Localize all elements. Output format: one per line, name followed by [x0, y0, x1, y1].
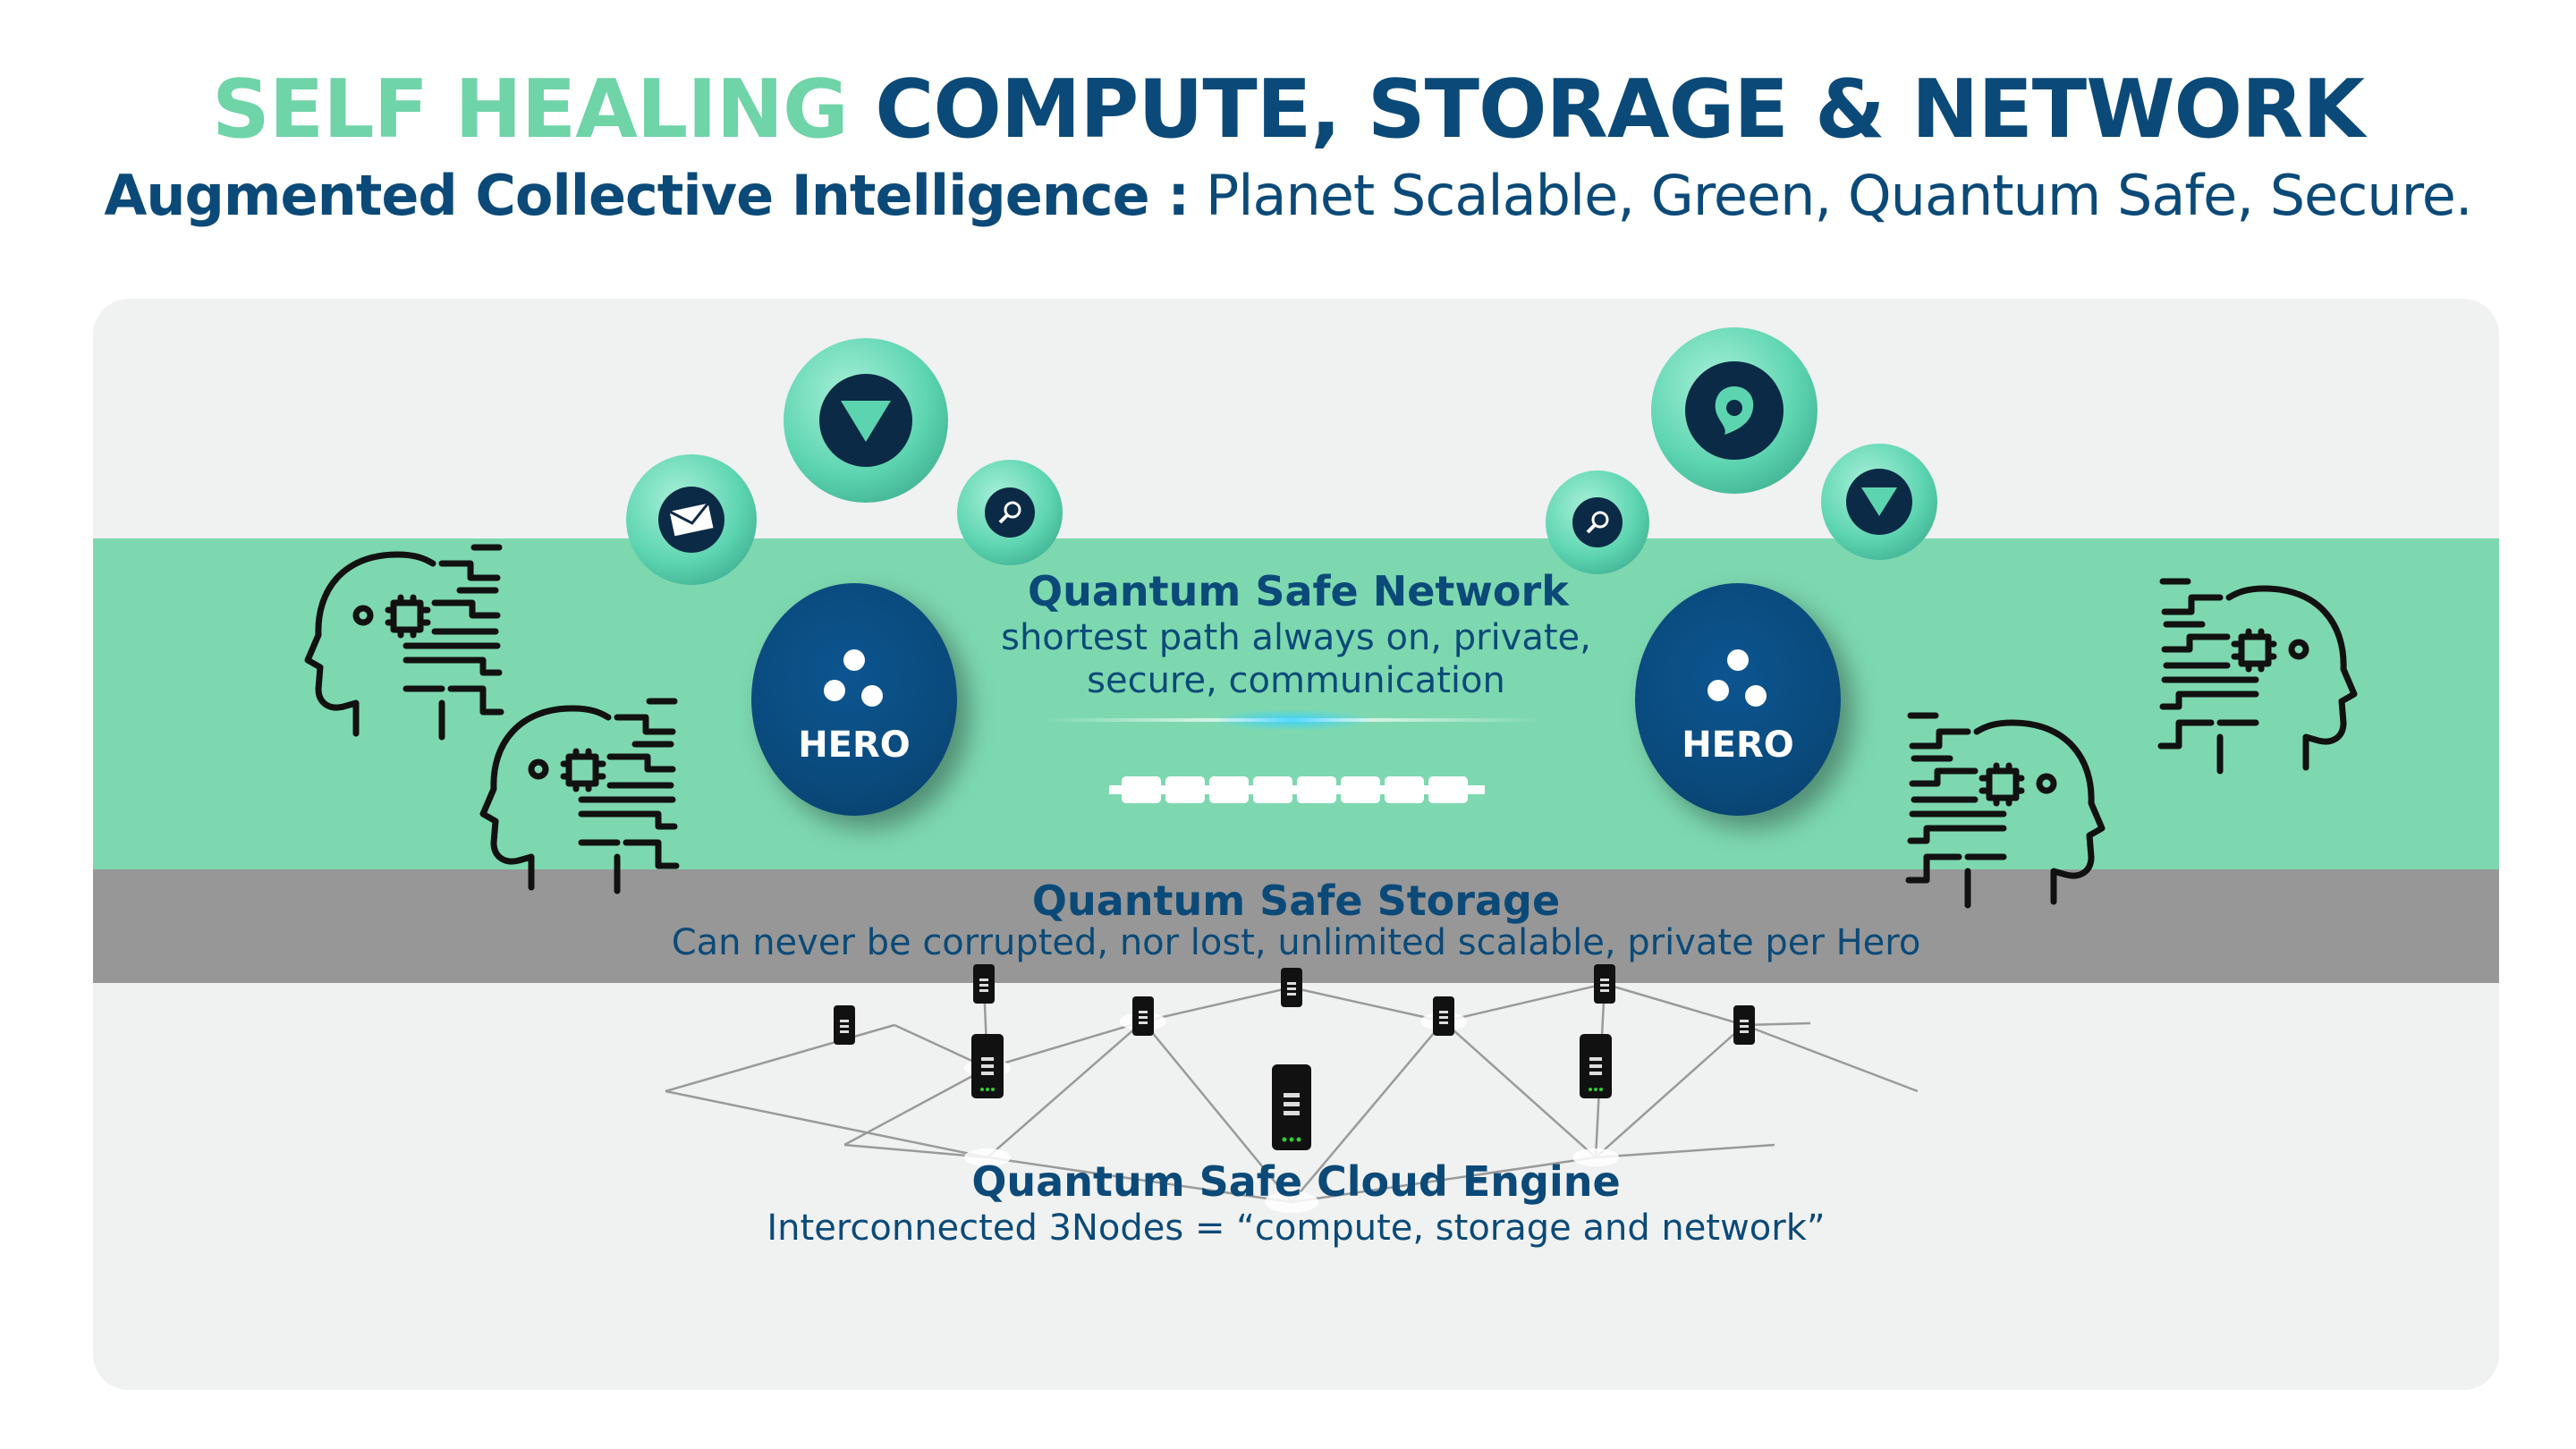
ai-heads [93, 299, 2499, 1390]
location-pin-icon [1715, 386, 1754, 435]
subtitle-rest: Planet Scalable, Green, Quantum Safe, Se… [1205, 163, 2473, 228]
title-main: COMPUTE, STORAGE & NETWORK [875, 63, 2365, 157]
triangle-bubble-right[interactable] [1821, 444, 1937, 560]
subtitle-bold: Augmented Collective Intelligence : [104, 163, 1190, 228]
hero-label-right: HERO [1682, 724, 1794, 766]
hero-node-right[interactable]: HERO [1635, 583, 1841, 816]
storage-title: Quantum Safe Storage [1031, 877, 1561, 925]
search-icon [1586, 511, 1609, 534]
storage-desc: Can never be corrupted, nor lost, unlimi… [671, 922, 1921, 963]
network-title: Quantum Safe Network [1028, 567, 1569, 615]
cluster-dots-icon [824, 649, 883, 707]
storage-band [93, 869, 2499, 983]
cluster-dots-icon [1707, 649, 1767, 707]
hero-label-left: HERO [798, 724, 911, 766]
diagram-panel: Quantum Safe Network shortest path alway… [93, 299, 2499, 1390]
title-accent: SELF HEALING [211, 63, 849, 157]
network-link [1041, 709, 1542, 803]
triangle-down-icon [841, 401, 891, 442]
mail-icon [668, 502, 714, 537]
triangle-bubble-left[interactable] [784, 338, 948, 503]
node-mesh [665, 964, 1919, 1213]
network-desc-line1: shortest path always on, private, [1001, 617, 1591, 658]
network-desc-line2: secure, communication [1087, 660, 1505, 701]
cloud-title: Quantum Safe Cloud Engine [971, 1157, 1621, 1206]
location-bubble[interactable] [1651, 327, 1818, 494]
mail-bubble[interactable] [626, 454, 757, 585]
search-icon [998, 501, 1021, 524]
search-bubble-left[interactable] [957, 460, 1063, 565]
hero-node-left[interactable]: HERO [751, 583, 957, 816]
search-bubble-right[interactable] [1546, 470, 1649, 574]
page-subtitle: Augmented Collective Intelligence : Plan… [0, 163, 2576, 228]
cloud-desc: Interconnected 3Nodes = “compute, storag… [767, 1208, 1826, 1249]
page-title: SELF HEALING COMPUTE, STORAGE & NETWORK [0, 63, 2576, 157]
triangle-down-icon [1861, 487, 1897, 516]
